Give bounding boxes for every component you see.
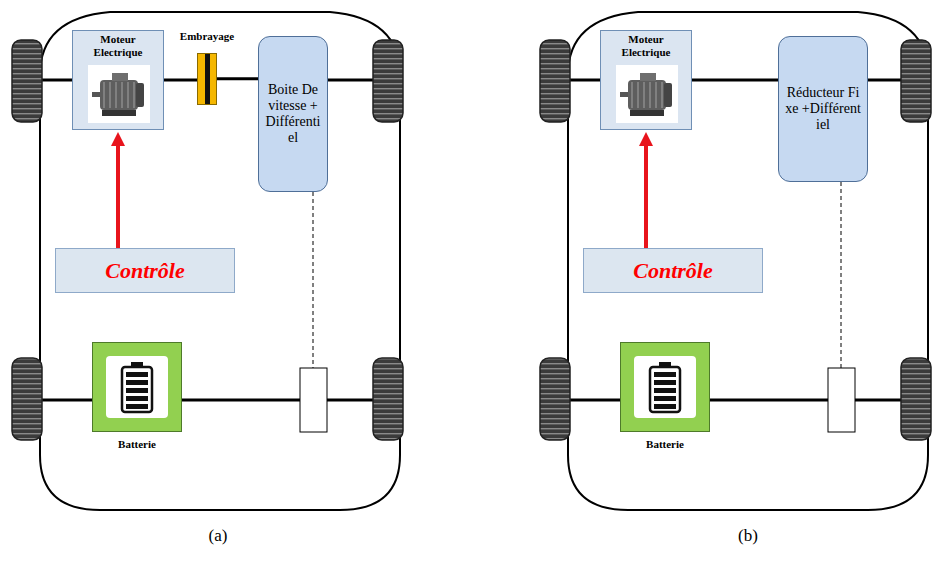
motor-box: Moteur Electrique <box>600 30 692 130</box>
battery-case <box>122 367 152 412</box>
connector <box>164 79 197 82</box>
node-text: Batterie <box>118 438 156 451</box>
clutch-plate <box>197 53 217 105</box>
rear-axle <box>30 399 385 402</box>
vehicle-body <box>40 12 400 510</box>
motor-fin <box>109 82 111 108</box>
transmission-box: Boite De vitesse +Différentiel <box>258 36 328 192</box>
icon-ground <box>106 356 168 418</box>
node-text: Embrayage <box>180 30 234 43</box>
battery-box: Batterie <box>620 342 710 451</box>
wheel <box>12 40 42 122</box>
battery-box: Batterie <box>92 342 182 451</box>
motor-body <box>628 80 666 110</box>
clutch: Embrayage <box>178 30 236 105</box>
wheel <box>540 358 570 440</box>
transmission-box: Réducteur Fixe +Différentiel <box>778 36 868 182</box>
vehicle-body <box>568 12 928 510</box>
battery-pack <box>92 342 182 432</box>
motor-shaft <box>92 92 100 97</box>
motor-fin <box>103 82 105 108</box>
charge-bar <box>126 388 148 393</box>
motor-fin <box>649 82 651 108</box>
battery-pack <box>620 342 710 432</box>
drive-shaft <box>313 192 314 368</box>
node-text: Boite De vitesse +Différentiel <box>264 82 322 146</box>
motor-icon <box>616 65 678 123</box>
wheel <box>373 40 403 122</box>
icon-ground <box>634 356 696 418</box>
rear-axle-block <box>300 368 327 432</box>
node-text: Batterie <box>646 438 684 451</box>
panel-caption: (a) <box>209 526 228 546</box>
battery-case <box>650 367 680 412</box>
charge-bar <box>654 380 676 385</box>
motor-fin <box>115 82 117 108</box>
vehicle-panel <box>12 12 403 510</box>
charge-bar <box>126 372 148 377</box>
motor-fin <box>121 82 123 108</box>
control-box: Contrôle <box>55 248 235 293</box>
wheel <box>540 40 570 122</box>
charge-bar <box>126 380 148 385</box>
motor-fin <box>133 82 135 108</box>
motor-box: Moteur Electrique <box>72 30 164 130</box>
connector <box>692 79 778 82</box>
motor-fin <box>637 82 639 108</box>
wheel <box>901 358 931 440</box>
vehicle-panel <box>540 12 931 510</box>
charge-bar <box>654 388 676 393</box>
rear-axle <box>558 399 913 402</box>
connector <box>217 77 258 80</box>
connector <box>116 144 120 248</box>
motor-fin <box>655 82 657 108</box>
terminal-box <box>112 73 128 81</box>
motor-foot <box>102 110 136 116</box>
battery-icon <box>106 356 168 418</box>
charge-bar <box>126 404 148 409</box>
motor-endcap <box>664 83 672 107</box>
wheel <box>12 358 42 440</box>
clutch-disc <box>205 54 210 104</box>
motor-foot <box>630 110 664 116</box>
panel-caption: (b) <box>738 526 758 546</box>
motor-endcap <box>136 83 144 107</box>
icon-ground <box>616 65 678 123</box>
motor-fin <box>631 82 633 108</box>
charge-bar <box>126 396 148 401</box>
rear-axle-block <box>828 368 855 432</box>
terminal-box <box>640 73 656 81</box>
node-text: Réducteur Fixe +Différentiel <box>784 85 862 133</box>
motor-fin <box>643 82 645 108</box>
icon-ground <box>88 65 150 123</box>
wheel <box>901 40 931 122</box>
node-text: Moteur Electrique <box>603 33 689 58</box>
charge-bar <box>654 372 676 377</box>
motor-icon <box>88 65 150 123</box>
drive-shaft <box>841 182 842 368</box>
control-box: Contrôle <box>583 248 763 293</box>
battery-icon <box>634 356 696 418</box>
motor-fin <box>127 82 129 108</box>
connector <box>644 144 648 248</box>
charge-bar <box>654 404 676 409</box>
motor-shaft <box>620 92 628 97</box>
node-text: Moteur Electrique <box>75 33 161 58</box>
motor-body <box>100 80 138 110</box>
node-text: Contrôle <box>590 258 756 284</box>
charge-bar <box>654 396 676 401</box>
wheel <box>373 358 403 440</box>
node-text: Contrôle <box>62 258 228 284</box>
motor-fin <box>661 82 663 108</box>
